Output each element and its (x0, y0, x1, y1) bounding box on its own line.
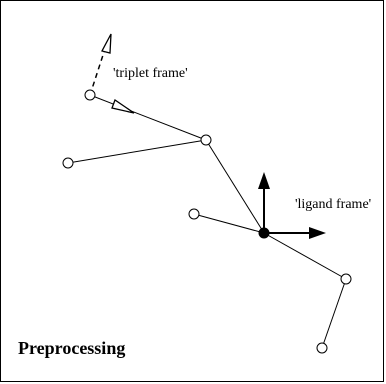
triplet-frame-label: 'triplet frame' (113, 66, 188, 81)
bond-line (205, 139, 265, 234)
bond-line (67, 139, 207, 164)
triplet-frame-arrowhead-up (101, 33, 112, 54)
atom-node (340, 273, 352, 285)
bond-line (263, 232, 347, 280)
ligand-atom-node (258, 227, 270, 239)
bond-line (89, 94, 207, 141)
bond-line (321, 278, 347, 349)
bond-line (193, 213, 265, 234)
triplet-frame-dashed-axis (89, 51, 105, 96)
atom-node (316, 342, 328, 354)
ligand-frame-x-arrowhead (309, 227, 326, 239)
atom-node (84, 89, 96, 101)
atom-node (200, 134, 212, 146)
atom-node (62, 157, 74, 169)
ligand-frame-label: 'ligand frame' (295, 197, 372, 212)
ligand-frame-y-arrowhead (258, 172, 270, 189)
atom-node (188, 208, 200, 220)
diagram-title: Preprocessing (18, 338, 126, 358)
triplet-frame-arrowhead-right (111, 98, 135, 114)
